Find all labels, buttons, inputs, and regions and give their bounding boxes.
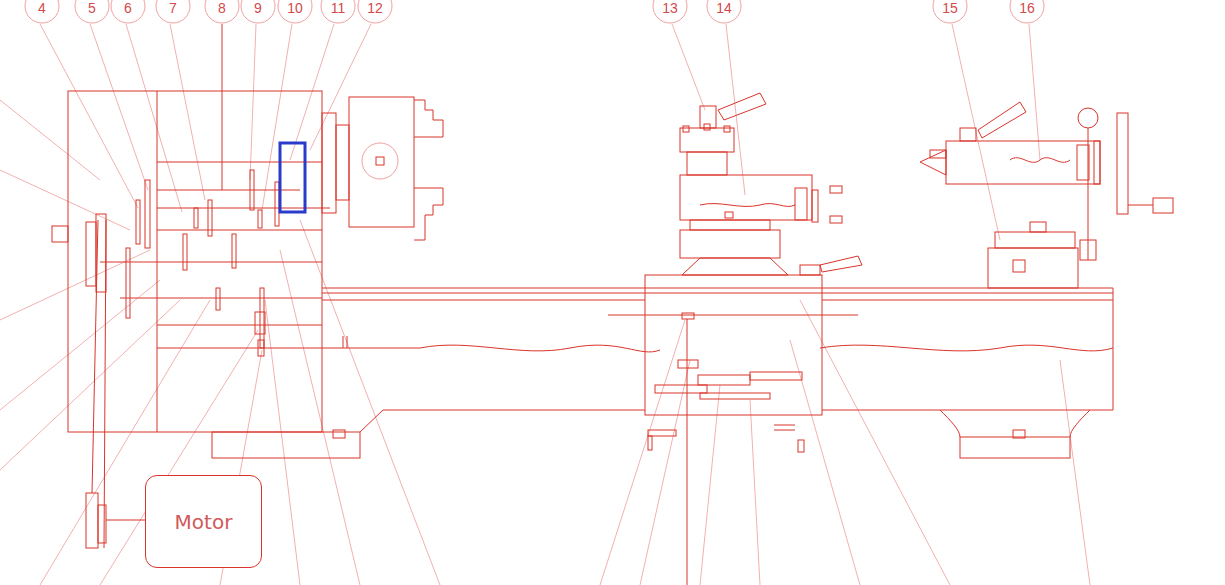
callout-number: 8 xyxy=(218,0,226,16)
node-text: Motor xyxy=(175,510,233,534)
callout-number: 11 xyxy=(331,0,346,16)
callout-number: 4 xyxy=(38,0,46,16)
callout-number: 14 xyxy=(716,0,732,16)
callout-number: 7 xyxy=(169,0,177,16)
callout-number: 12 xyxy=(367,0,383,16)
leader-lines xyxy=(0,24,1090,585)
callout-circles xyxy=(25,0,1044,23)
highlight-box xyxy=(280,143,305,212)
callout-number: 9 xyxy=(254,0,262,16)
callout-number: 6 xyxy=(124,0,132,16)
callout-number: 15 xyxy=(942,0,958,16)
machine-outline xyxy=(52,24,1173,585)
callout-number: 13 xyxy=(662,0,678,16)
callout-number: 10 xyxy=(287,0,303,16)
callout-number: 5 xyxy=(88,0,96,16)
callout-number: 16 xyxy=(1019,0,1035,16)
motor-box: Motor xyxy=(145,475,262,568)
